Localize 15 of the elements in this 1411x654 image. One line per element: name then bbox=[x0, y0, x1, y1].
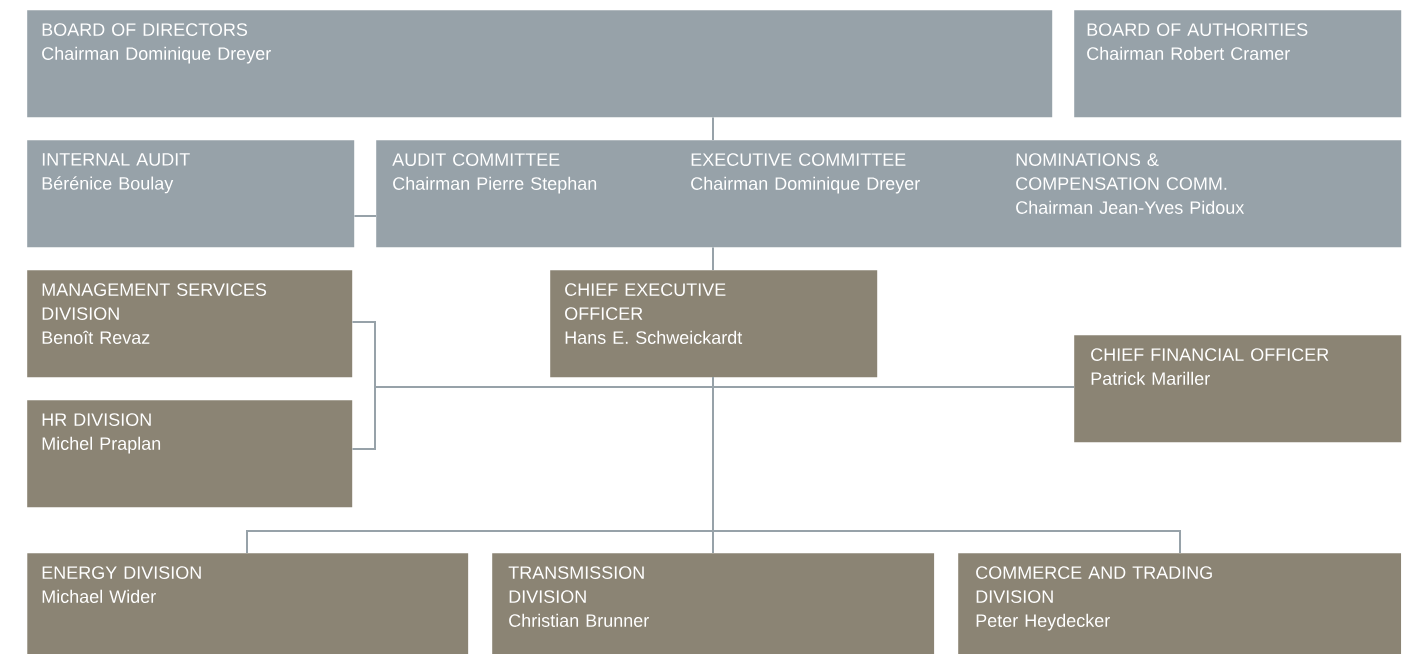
committee-band: AUDIT COMMITTEE Chairman Pierre Stephan EXECUTIVE COMMITTEE Chairman Dominique Dreyer NOMINATIONS & COMPENSATION COMM. Chairman Jean-Yves Pidoux bbox=[376, 140, 1402, 248]
connector-line bbox=[712, 246, 714, 271]
org-box: HR DIVISION Michel Praplan bbox=[27, 400, 353, 508]
org-box: ENERGY DIVISION Michael Wider bbox=[27, 553, 469, 654]
org-box: TRANSMISSION DIVISION Christian Brunner bbox=[492, 553, 935, 654]
org-box: BOARD OF AUTHORITIES Chairman Robert Cramer bbox=[1074, 10, 1402, 118]
connector-line bbox=[353, 215, 377, 217]
org-box: BOARD OF DIRECTORS Chairman Dominique Dreyer bbox=[27, 10, 1053, 118]
org-box: COMMERCE AND TRADING DIVISION Peter Heydecker bbox=[958, 553, 1402, 654]
org-box: CHIEF EXECUTIVE OFFICER Hans E. Schweickardt bbox=[550, 270, 878, 378]
org-box: MANAGEMENT SERVICES DIVISION Benoît Revaz bbox=[27, 270, 353, 378]
org-box: CHIEF FINANCIAL OFFICER Patrick Mariller bbox=[1074, 335, 1402, 443]
org-box: INTERNAL AUDIT Bérénice Boulay bbox=[27, 140, 355, 248]
connector-line bbox=[712, 116, 714, 141]
connector-line bbox=[712, 376, 1181, 554]
